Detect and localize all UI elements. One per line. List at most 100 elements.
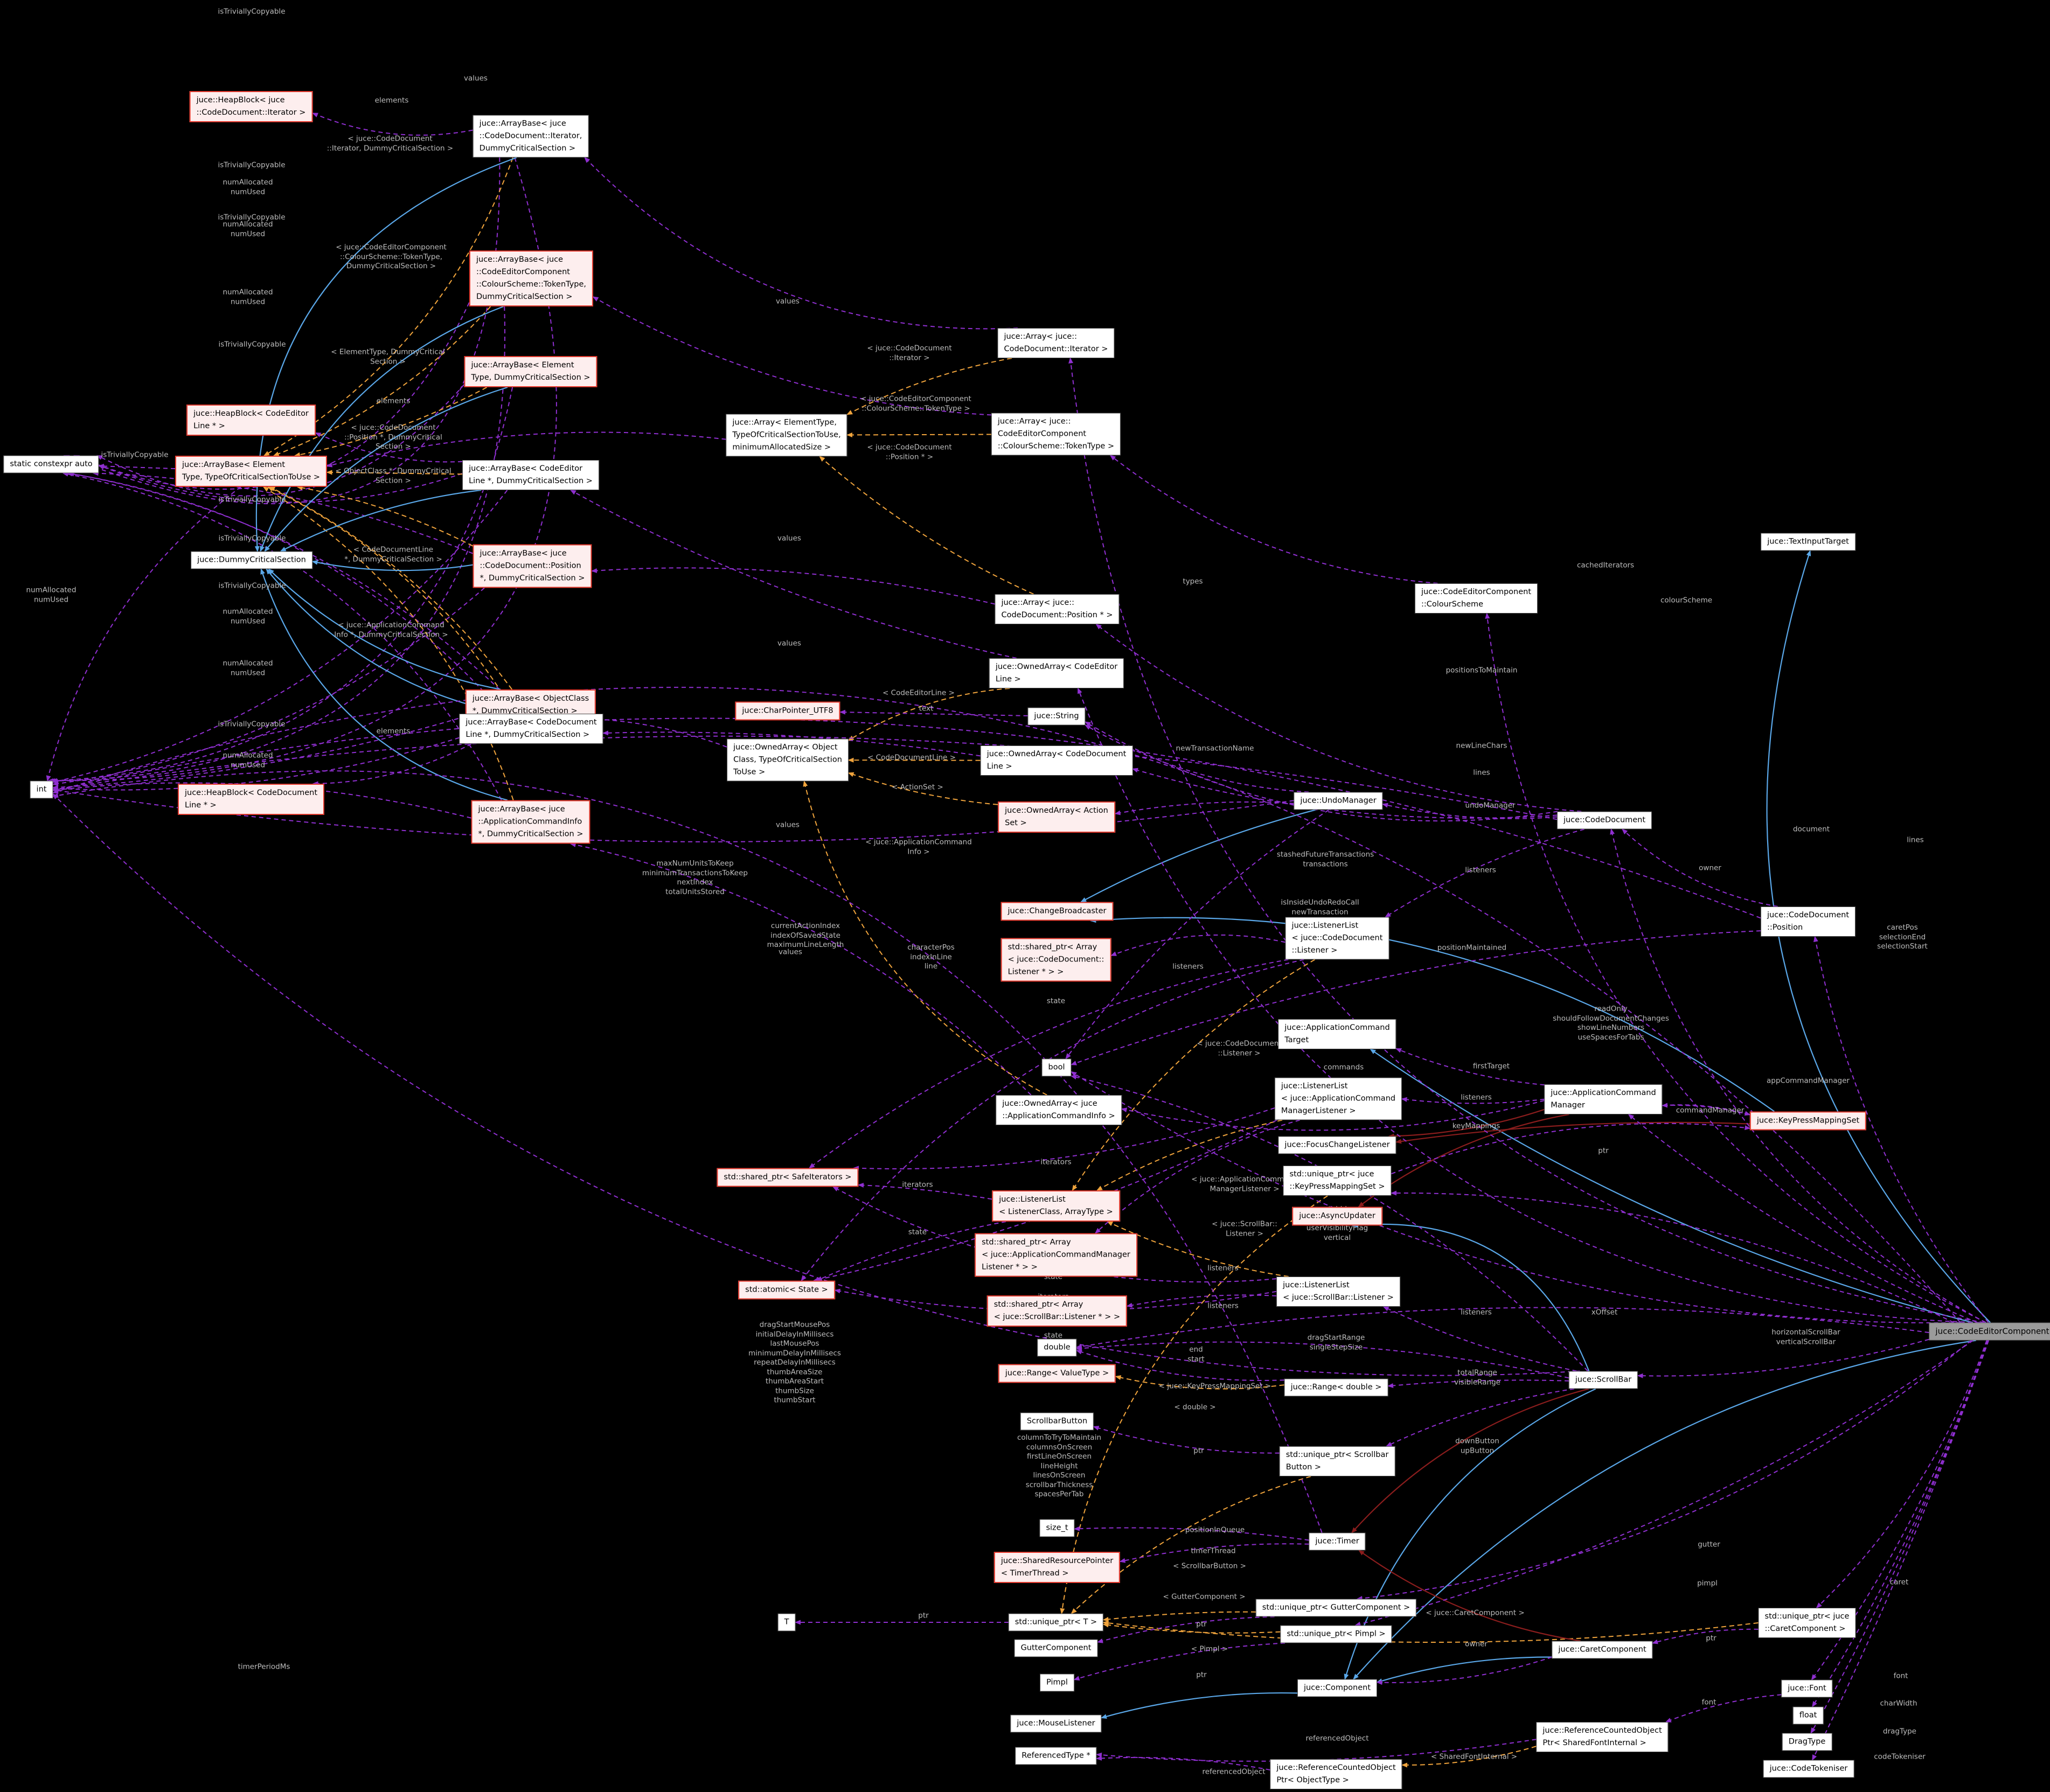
- node-arr_gen[interactable]: juce::Array< ElementType, TypeOfCritical…: [726, 414, 847, 457]
- edge-label-kpms-to-acm: commandManager: [1676, 1106, 1745, 1115]
- edge-scrollbar-to-range_d: [1387, 1379, 1569, 1388]
- node-str[interactable]: juce::String: [1027, 707, 1086, 726]
- edge-label-ll_acml-to-sp_acml: listeners: [1207, 1264, 1239, 1273]
- node-sp_cdl[interactable]: std::shared_ptr< Array < juce::CodeDocum…: [1000, 938, 1111, 982]
- node-pos[interactable]: juce::CodeDocument ::Position: [1760, 907, 1856, 937]
- node-comp[interactable]: juce::Component: [1297, 1679, 1378, 1697]
- node-async[interactable]: juce::AsyncUpdater: [1292, 1207, 1382, 1226]
- node-ab_pos[interactable]: juce::ArrayBase< juce ::CodeDocument::Po…: [472, 544, 592, 588]
- edge-label-scrollbar-to-uptr_sbb: downButton upButton: [1455, 1437, 1499, 1455]
- node-hb_cel[interactable]: juce::HeapBlock< CodeEditor Line * >: [186, 405, 316, 436]
- node-ab_aci[interactable]: juce::ArrayBase< juce ::ApplicationComma…: [471, 800, 590, 844]
- edge-ab_pos-to-static_auto: [92, 471, 473, 554]
- node-caret_c[interactable]: juce::CaretComponent: [1552, 1641, 1653, 1659]
- node-cec[interactable]: juce::CodeEditorComponent: [1929, 1322, 2050, 1341]
- node-dcs[interactable]: juce::DummyCriticalSection: [191, 551, 312, 569]
- node-kpms[interactable]: juce::KeyPressMappingSet: [1749, 1111, 1867, 1131]
- node-oa_cel[interactable]: juce::OwnedArray< CodeEditor Line >: [989, 658, 1124, 688]
- node-ll_acml[interactable]: juce::ListenerList < juce::ApplicationCo…: [1274, 1077, 1402, 1120]
- node-int[interactable]: int: [30, 780, 53, 799]
- node-sp_acml[interactable]: std::shared_ptr< Array < juce::Applicati…: [975, 1233, 1137, 1277]
- node-range_gen[interactable]: juce::Range< ValueType >: [998, 1364, 1116, 1383]
- node-pimpl_n[interactable]: Pimpl: [1040, 1674, 1074, 1692]
- node-t_n[interactable]: T: [777, 1613, 796, 1631]
- node-tokeniser[interactable]: juce::CodeTokeniser: [1763, 1760, 1854, 1778]
- node-mouse_l[interactable]: juce::MouseListener: [1010, 1714, 1102, 1733]
- node-ll_cdl[interactable]: juce::ListenerList < juce::CodeDocument …: [1285, 917, 1389, 960]
- edge-scrollbar-to-async: [1351, 1223, 1590, 1371]
- edge-label-str-to-cp_utf8: text: [919, 704, 934, 713]
- node-reftype[interactable]: ReferencedType *: [1015, 1747, 1097, 1765]
- edge-uptr_kpms-to-uptr_t: [1060, 1195, 1328, 1614]
- node-cs[interactable]: juce::CodeEditorComponent ::ColourScheme: [1414, 583, 1538, 613]
- edge-label-cec-to-int: columnToTryToMaintain columnsOnScreen fi…: [1017, 1433, 1102, 1498]
- edge-label-uptr_t-to-t_n: ptr: [918, 1611, 929, 1620]
- node-uptr_cc[interactable]: std::unique_ptr< juce ::CaretComponent >: [1758, 1608, 1856, 1638]
- node-double_n[interactable]: double: [1037, 1338, 1077, 1357]
- node-rcop_ot[interactable]: juce::ReferenceCountedObject Ptr< Object…: [1270, 1759, 1402, 1789]
- node-cp_utf8[interactable]: juce::CharPointer_UTF8: [735, 701, 840, 721]
- edge-label-ab_iter-to-hb_iter: elements: [374, 96, 409, 105]
- node-ll_sbl[interactable]: juce::ListenerList < juce::ScrollBar::Li…: [1276, 1277, 1400, 1307]
- node-ab_cel[interactable]: juce::ArrayBase< CodeEditor Line *, Dumm…: [462, 460, 599, 490]
- node-rcop_sfi[interactable]: juce::ReferenceCountedObject Ptr< Shared…: [1536, 1722, 1669, 1752]
- edge-label-undo-to-oa_as: stashedFutureTransactions transactions: [1276, 850, 1374, 869]
- node-atomic_state[interactable]: std::atomic< State >: [738, 1280, 835, 1300]
- edge-label-cec-to-pos: caretPos selectionEnd selectionStart: [1877, 923, 1928, 951]
- node-sp_safe[interactable]: std::shared_ptr< SafeIterators >: [717, 1168, 859, 1187]
- edge-label-ab_cdl-to-ab_elem_toc: < CodeDocumentLine *, DummyCriticalSecti…: [344, 545, 442, 564]
- node-size_t_n[interactable]: size_t: [1039, 1519, 1075, 1537]
- node-static_auto[interactable]: static constexpr auto: [3, 455, 99, 473]
- node-oa_gen[interactable]: juce::OwnedArray< Object Class, TypeOfCr…: [727, 738, 849, 782]
- edge-arr_tok-to-ab_tok: [592, 296, 992, 416]
- node-ll_gen[interactable]: juce::ListenerList < ListenerClass, Arra…: [992, 1190, 1120, 1222]
- edge-label-ab_pos-to-static_auto: isTriviallyCopyable: [218, 495, 286, 504]
- node-float_n[interactable]: float: [1792, 1706, 1824, 1725]
- node-scrollbar[interactable]: juce::ScrollBar: [1568, 1371, 1638, 1389]
- node-dragtype[interactable]: DragType: [1782, 1733, 1832, 1751]
- node-bool_n[interactable]: bool: [1041, 1058, 1072, 1077]
- node-uptr_kpms[interactable]: std::unique_ptr< juce ::KeyPressMappingS…: [1283, 1166, 1392, 1196]
- edge-caret_c-to-timer: [1358, 1550, 1581, 1642]
- node-arr_tok[interactable]: juce::Array< juce:: CodeEditorComponent …: [991, 413, 1121, 456]
- edge-label-ll_acml-to-ll_gen: < juce::ApplicationCommand ManagerListen…: [1191, 1175, 1298, 1194]
- node-timer[interactable]: juce::Timer: [1309, 1532, 1366, 1551]
- node-fcl[interactable]: juce::FocusChangeListener: [1278, 1136, 1396, 1154]
- node-uptr_gc[interactable]: std::unique_ptr< GutterComponent >: [1255, 1599, 1417, 1617]
- node-cb[interactable]: juce::ChangeBroadcaster: [1000, 902, 1114, 921]
- node-uptr_sbb[interactable]: std::unique_ptr< Scrollbar Button >: [1279, 1446, 1395, 1476]
- node-range_d[interactable]: juce::Range< double >: [1284, 1378, 1388, 1397]
- node-arr_pos[interactable]: juce::Array< juce:: CodeDocument::Positi…: [995, 594, 1120, 624]
- node-ab_elem_toc[interactable]: juce::ArrayBase< Element Type, TypeOfCri…: [175, 456, 328, 487]
- edge-label-ab_obj-to-ab_elem_toc: < ObjectClass *, DummyCritical Section >: [335, 466, 451, 485]
- node-srp_tt[interactable]: juce::SharedResourcePointer < TimerThrea…: [993, 1552, 1121, 1583]
- node-hb_cdl[interactable]: juce::HeapBlock< CodeDocument Line * >: [177, 784, 325, 815]
- edge-oa_cdl-to-oa_gen: [847, 757, 981, 763]
- node-sb_btn[interactable]: ScrollbarButton: [1020, 1412, 1094, 1431]
- node-ab_tok[interactable]: juce::ArrayBase< juce ::CodeEditorCompon…: [469, 250, 594, 306]
- node-oa_as[interactable]: juce::OwnedArray< Action Set >: [998, 801, 1115, 833]
- node-arr_iter[interactable]: juce::Array< juce:: CodeDocument::Iterat…: [997, 328, 1115, 358]
- node-ab_cdl[interactable]: juce::ArrayBase< CodeDocument Line *, Du…: [459, 714, 603, 744]
- node-oa_aci[interactable]: juce::OwnedArray< juce ::ApplicationComm…: [996, 1095, 1122, 1125]
- node-codedoc[interactable]: juce::CodeDocument: [1556, 811, 1652, 829]
- node-oa_cdl[interactable]: juce::OwnedArray< CodeDocument Line >: [980, 745, 1133, 776]
- node-hb_iter[interactable]: juce::HeapBlock< juce ::CodeDocument::It…: [189, 91, 313, 122]
- edge-cec-to-codedoc: [1610, 828, 1986, 1323]
- edge-label-scrollbar-to-range_d: totalRange visibleRange: [1454, 1368, 1500, 1387]
- node-uptr_pimpl[interactable]: std::unique_ptr< Pimpl >: [1280, 1625, 1392, 1643]
- node-undo[interactable]: juce::UndoManager: [1294, 792, 1383, 810]
- node-tit[interactable]: juce::TextInputTarget: [1761, 533, 1856, 551]
- node-ab_elem_dcs[interactable]: juce::ArrayBase< Element Type, DummyCrit…: [464, 356, 597, 387]
- node-gutter_n[interactable]: GutterComponent: [1014, 1639, 1098, 1657]
- node-acm[interactable]: juce::ApplicationCommand Manager: [1544, 1084, 1663, 1114]
- edge-cec-to-uptr_gc: [1356, 1340, 1972, 1601]
- node-font[interactable]: juce::Font: [1781, 1679, 1833, 1698]
- edge-cec-to-int: [52, 687, 1961, 1323]
- node-ab_iter[interactable]: juce::ArrayBase< juce ::CodeDocument::It…: [472, 115, 589, 158]
- edge-label-ab_cel-to-static_auto: isTriviallyCopyable: [218, 340, 286, 349]
- node-uptr_t[interactable]: std::unique_ptr< T >: [1008, 1613, 1104, 1631]
- node-sp_sbl[interactable]: std::shared_ptr< Array < juce::ScrollBar…: [986, 1295, 1128, 1327]
- edge-label-undo-to-int: maxNumUnitsToKeep minimumTransactionsToK…: [642, 859, 748, 896]
- node-act[interactable]: juce::ApplicationCommand Target: [1278, 1019, 1396, 1049]
